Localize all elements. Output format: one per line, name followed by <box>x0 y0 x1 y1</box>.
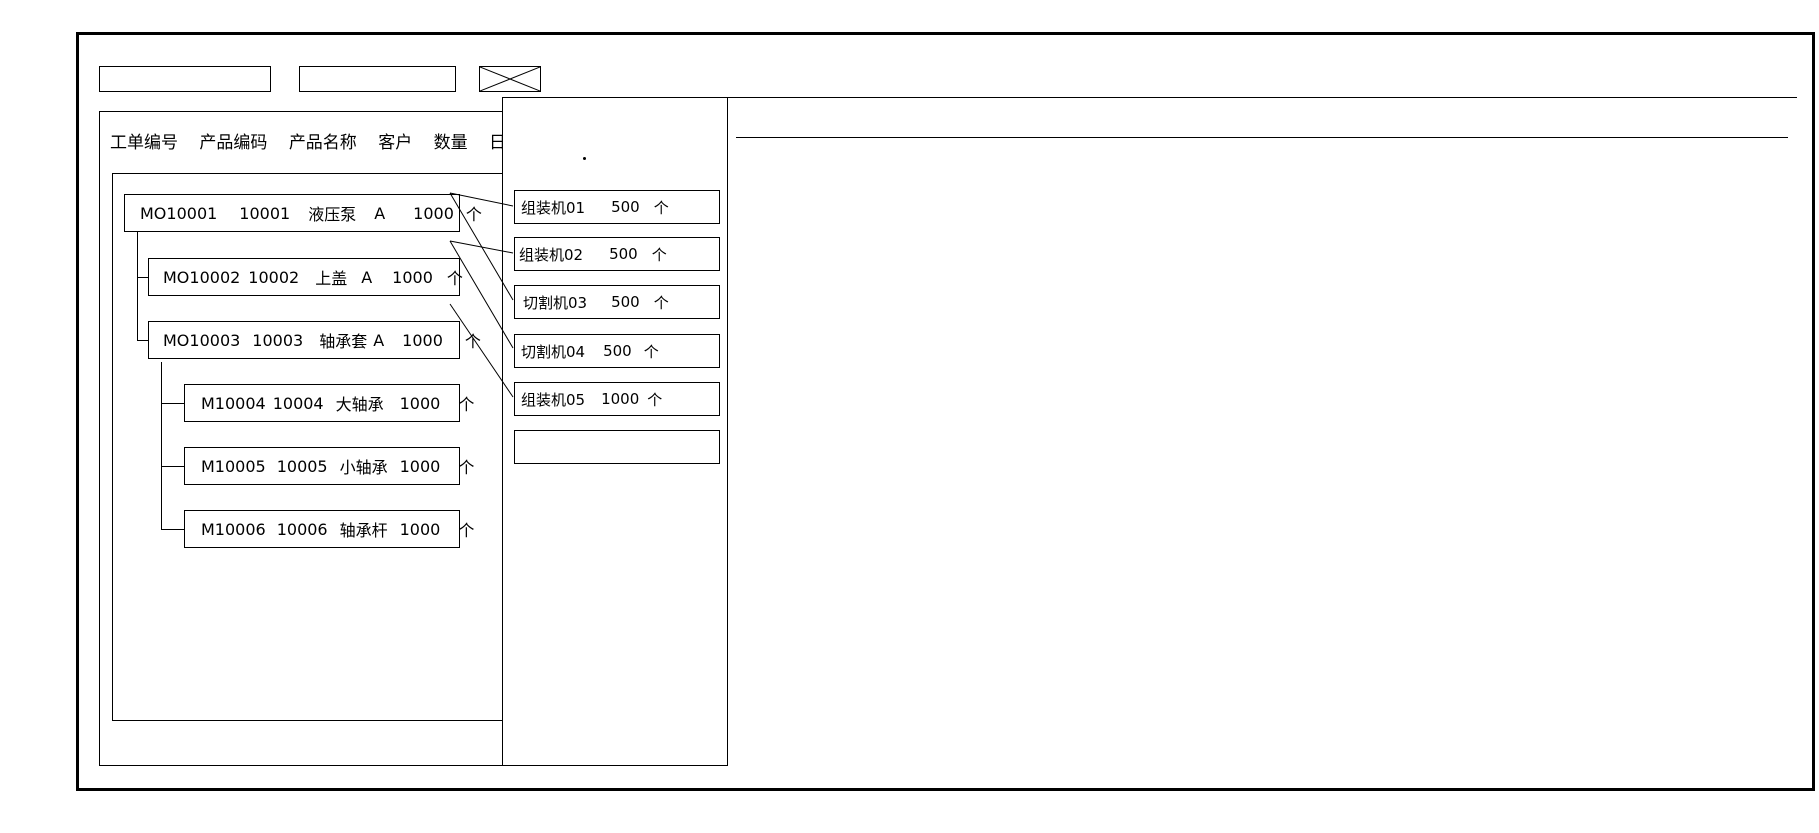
row-product-code: 10004 <box>272 393 324 413</box>
row-work-order: M10006 <box>201 519 266 539</box>
list-item[interactable]: 组装机02 500 个 <box>514 237 720 271</box>
row-product-name: 轴承套 <box>319 332 368 351</box>
row-product-name: 液压泵 <box>308 205 357 224</box>
row-product-code: 10006 <box>276 519 328 539</box>
row-unit: 个 <box>464 332 481 351</box>
row-product-name: 大轴承 <box>335 395 384 414</box>
row-quantity: 1000 <box>399 456 441 476</box>
row-work-order: MO10003 <box>163 330 241 350</box>
list-item[interactable]: 组装机05 1000 个 <box>514 382 720 416</box>
row-work-order: MO10001 <box>140 203 218 223</box>
row-quantity: 1000 <box>392 267 433 287</box>
machine-quantity: 1000 <box>601 390 640 408</box>
detail-panel[interactable] <box>727 97 1797 766</box>
row-unit: 个 <box>458 395 475 414</box>
table-row[interactable]: M10004 10004 大轴承 1000 个 <box>184 384 474 422</box>
row-quantity: 1000 <box>399 393 441 413</box>
tree-connector <box>137 212 138 340</box>
column-header-customer: 客户 <box>378 133 413 153</box>
machine-name: 组装机05 <box>521 390 586 409</box>
row-unit: 个 <box>465 205 482 224</box>
row-unit: 个 <box>458 521 475 540</box>
row-work-order: MO10002 <box>163 267 241 287</box>
column-header-quantity: 数量 <box>433 133 468 153</box>
row-product-name: 轴承杆 <box>339 521 388 540</box>
list-item[interactable]: 组装机01 500 个 <box>514 190 720 224</box>
machine-quantity: 500 <box>611 198 640 216</box>
row-quantity: 1000 <box>402 330 443 350</box>
machine-quantity: 500 <box>609 245 638 263</box>
work-order-column-headers: 工单编号 产品编码 产品名称 客户 数量 日期 <box>110 133 523 153</box>
list-item[interactable]: 切割机03 500 个 <box>514 285 720 319</box>
row-work-order: M10005 <box>201 456 266 476</box>
toolbar-field-1[interactable] <box>99 66 271 92</box>
row-product-name: 上盖 <box>315 269 348 288</box>
row-product-code: 10005 <box>276 456 328 476</box>
machine-name: 组装机01 <box>521 198 586 217</box>
column-header-work-order: 工单编号 <box>110 133 178 153</box>
image-placeholder-icon[interactable] <box>479 66 541 92</box>
work-order-panel: 工单编号 产品编码 产品名称 客户 数量 日期 MO10001 10001 液压… <box>99 111 554 766</box>
table-row[interactable]: MO10002 10002 上盖 A 1000 个 <box>148 258 463 296</box>
column-header-product-code: 产品编码 <box>199 133 268 153</box>
machine-row-empty[interactable] <box>514 430 720 464</box>
machine-name: 切割机03 <box>523 293 588 312</box>
row-customer: A <box>374 203 386 223</box>
row-quantity: 1000 <box>399 519 441 539</box>
toolbar-field-2[interactable] <box>299 66 456 92</box>
machine-quantity: 500 <box>603 342 632 360</box>
table-row[interactable]: MO10003 10003 轴承套 A 1000 个 <box>148 321 481 359</box>
machine-unit: 个 <box>651 245 667 264</box>
work-order-tree: MO10001 10001 液压泵 A 1000 个 MO10002 10002… <box>112 173 540 721</box>
tree-connector <box>161 466 184 467</box>
table-row[interactable]: M10005 10005 小轴承 1000 个 <box>184 447 474 485</box>
row-customer: A <box>373 330 385 350</box>
selection-dot-icon <box>583 157 586 160</box>
row-customer: A <box>361 267 373 287</box>
detail-panel-header-divider <box>736 137 1788 138</box>
row-quantity: 1000 <box>413 203 454 223</box>
row-product-name: 小轴承 <box>339 458 388 477</box>
machine-unit: 个 <box>653 293 669 312</box>
tree-connector <box>161 362 162 529</box>
tree-connector <box>161 403 184 404</box>
table-row[interactable]: MO10001 10001 液压泵 A 1000 个 <box>124 194 482 232</box>
list-item[interactable]: 切割机04 500 个 <box>514 334 720 368</box>
column-header-product-name: 产品名称 <box>288 133 357 153</box>
machine-unit: 个 <box>647 390 663 409</box>
machine-panel: 组装机01 500 个 组装机02 500 个 切割机03 500 个 切割机0… <box>502 97 728 766</box>
machine-name: 组装机02 <box>519 245 584 264</box>
row-work-order: M10004 <box>201 393 266 413</box>
table-row[interactable]: M10006 10006 轴承杆 1000 个 <box>184 510 474 548</box>
machine-unit: 个 <box>643 342 659 361</box>
row-product-code: 10003 <box>252 330 304 350</box>
row-product-code: 10002 <box>248 267 300 287</box>
row-product-code: 10001 <box>239 203 291 223</box>
machine-unit: 个 <box>653 198 669 217</box>
tree-connector <box>161 529 184 530</box>
row-unit: 个 <box>458 458 475 477</box>
machine-quantity: 500 <box>611 293 640 311</box>
row-unit: 个 <box>446 269 463 288</box>
application-window: 工单编号 产品编码 产品名称 客户 数量 日期 MO10001 10001 液压… <box>76 32 1815 791</box>
machine-name: 切割机04 <box>521 342 586 361</box>
